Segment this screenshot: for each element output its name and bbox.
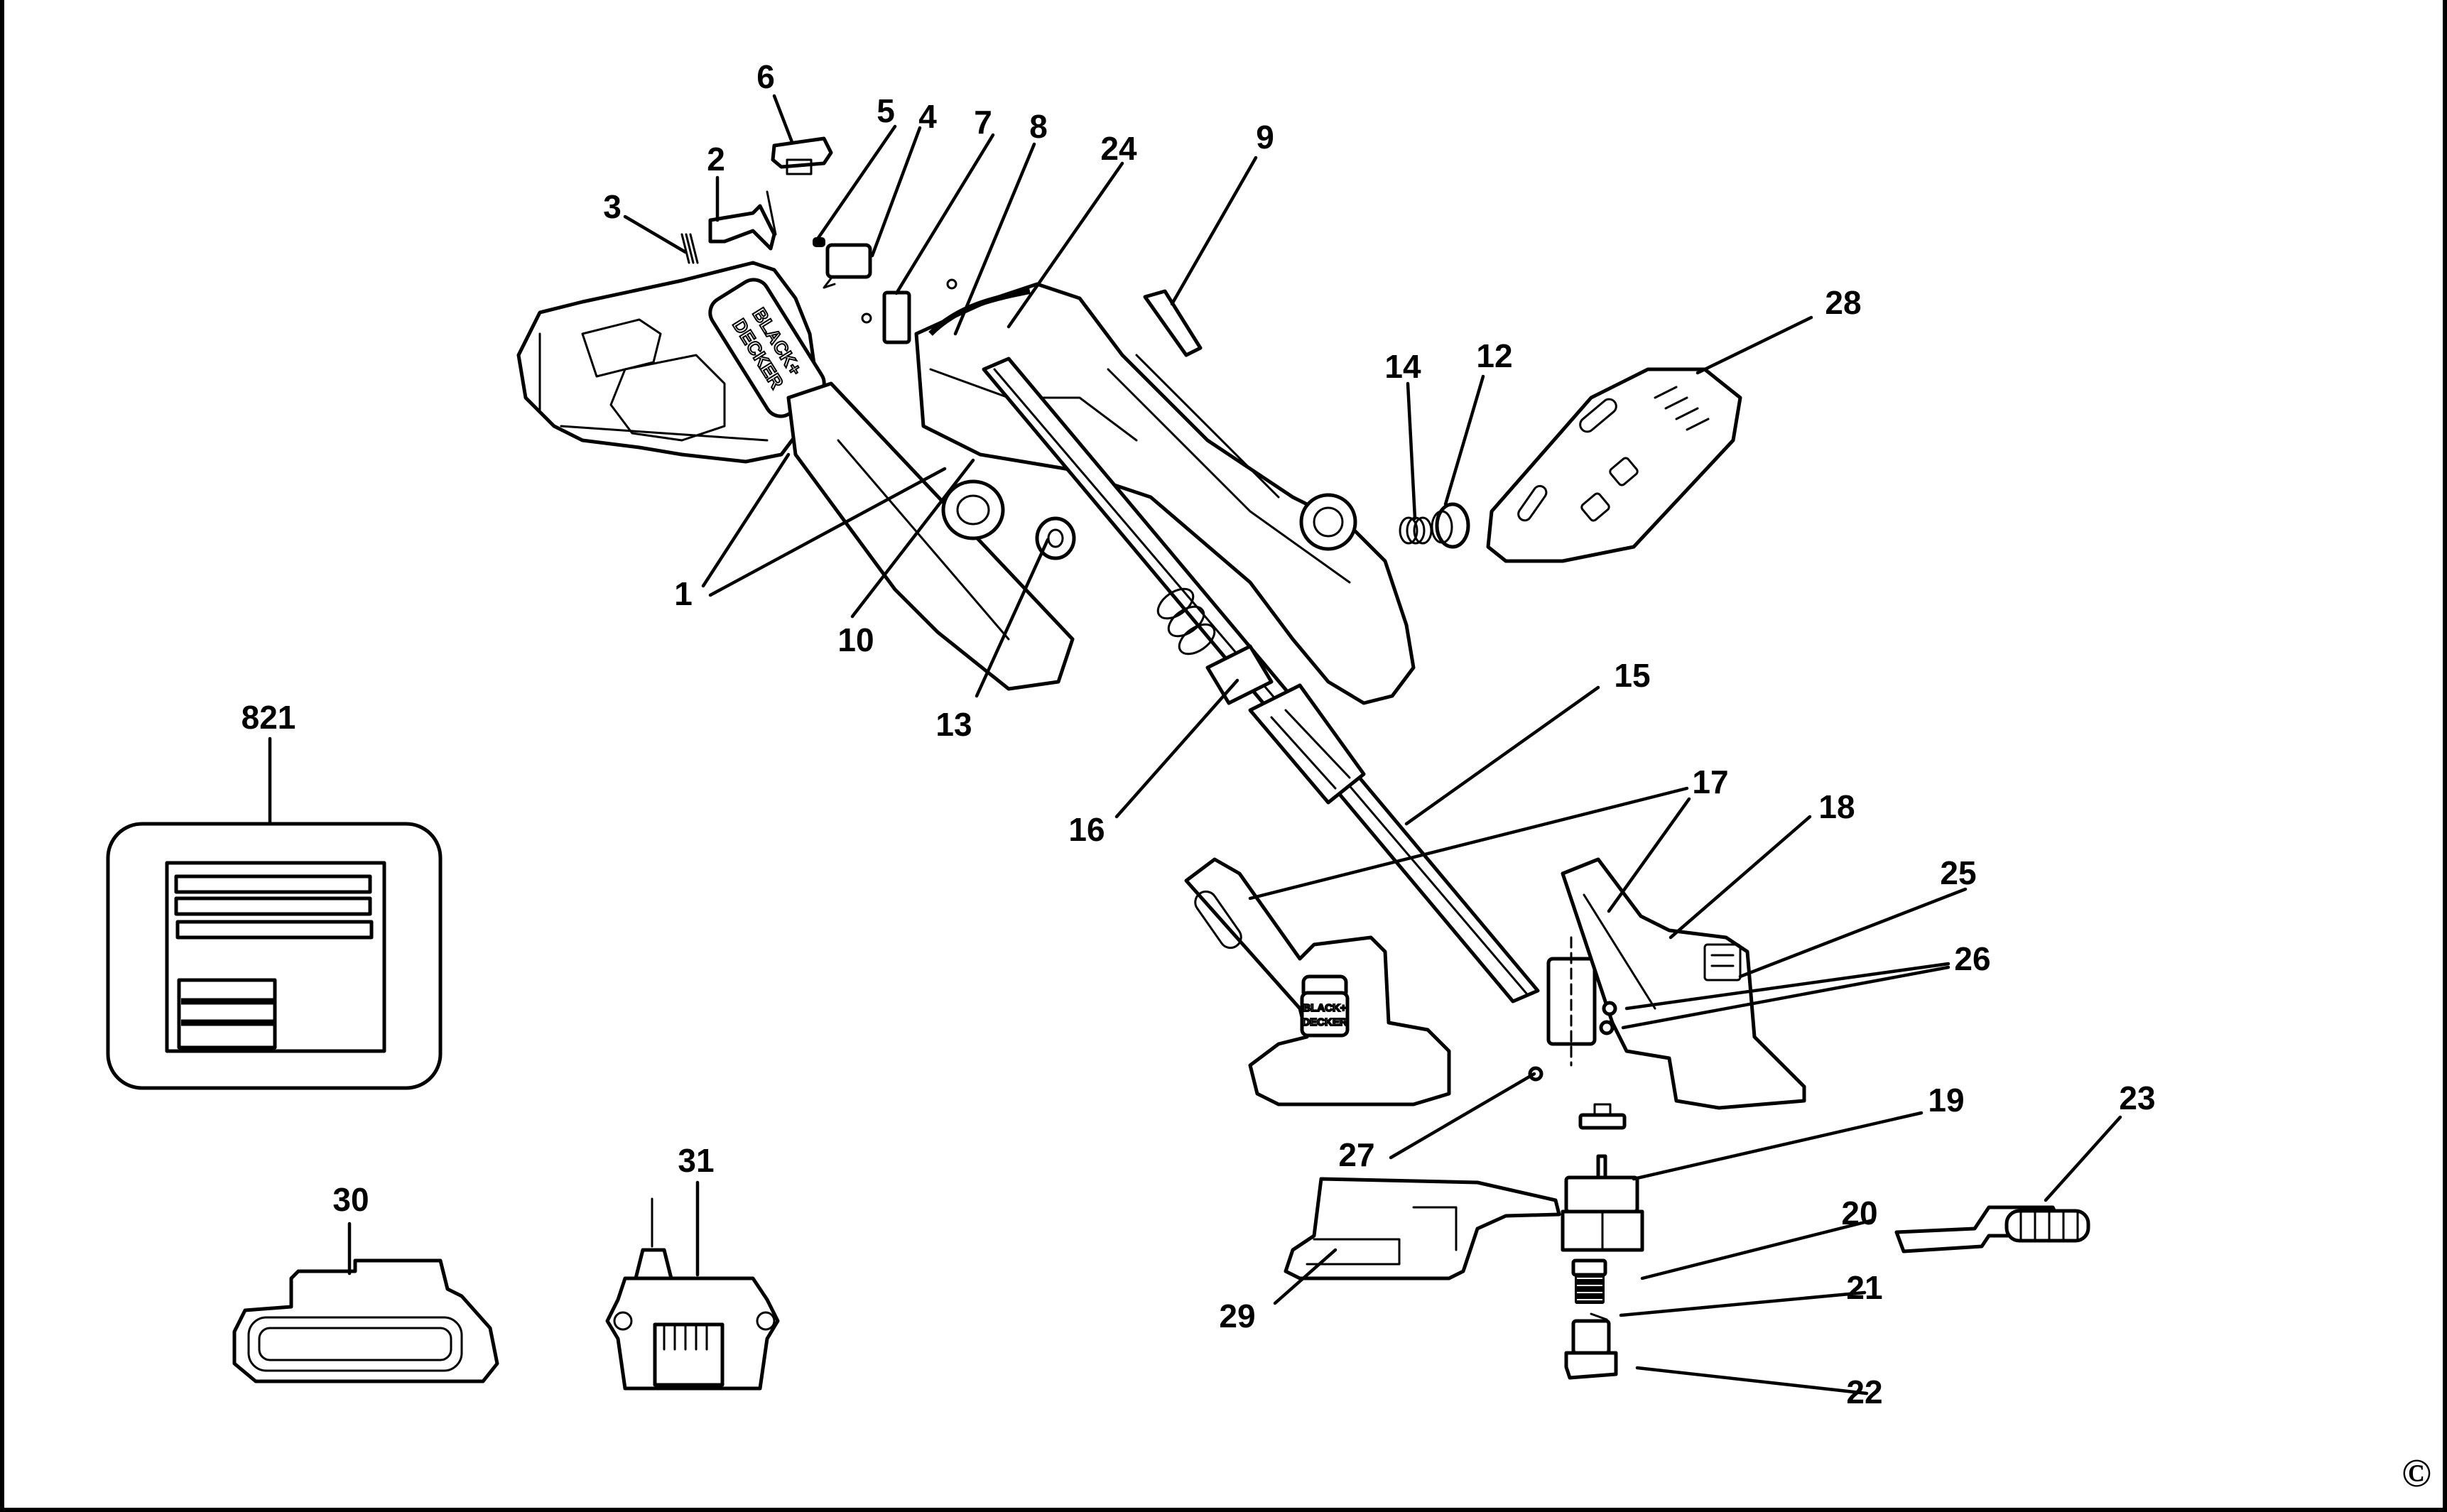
callout-26[interactable]: 26 <box>1954 940 1990 977</box>
leader-15 <box>1404 685 1600 826</box>
callout-31[interactable]: 31 <box>678 1142 714 1179</box>
leader-21 <box>1619 1290 1867 1317</box>
callout-1[interactable]: 1 <box>674 575 693 612</box>
callout-2[interactable]: 2 <box>707 141 725 178</box>
callout-5[interactable]: 5 <box>877 92 895 129</box>
callout-9[interactable]: 9 <box>1256 119 1274 156</box>
leader-1a <box>701 452 791 588</box>
part-spool-housing[interactable] <box>1561 1154 1644 1252</box>
callout-3[interactable]: 3 <box>603 188 622 225</box>
callout-8[interactable]: 8 <box>1029 108 1048 145</box>
callout-24[interactable]: 24 <box>1100 130 1137 167</box>
part-spool-and-line[interactable] <box>1571 1258 1607 1304</box>
callout-15[interactable]: 15 <box>1614 657 1650 694</box>
leader-19 <box>1632 1111 1924 1181</box>
part-trigger-lever[interactable] <box>708 190 777 251</box>
part-collar[interactable] <box>1153 583 1366 805</box>
leader-24 <box>1007 161 1124 329</box>
leader-23 <box>2044 1115 2122 1202</box>
part-nameplate-label[interactable] <box>106 822 443 1090</box>
callout-14[interactable]: 14 <box>1384 348 1421 385</box>
leader-8 <box>953 142 1036 336</box>
callout-27[interactable]: 27 <box>1338 1136 1374 1173</box>
part-spool-cap[interactable] <box>1564 1319 1618 1380</box>
part-battery-pack[interactable] <box>232 1258 499 1383</box>
brand-logo-line1: BLACK+ <box>1303 1002 1346 1014</box>
leader-1b <box>708 467 947 597</box>
callout-7[interactable]: 7 <box>974 104 992 141</box>
callout-22[interactable]: 22 <box>1846 1374 1882 1410</box>
leader-17a <box>1248 786 1689 901</box>
part-screw-b[interactable] <box>1599 1020 1615 1035</box>
callout-20[interactable]: 20 <box>1841 1195 1877 1231</box>
leader-27 <box>1389 1072 1536 1160</box>
leader-29 <box>1273 1248 1338 1305</box>
leader-10 <box>850 458 975 619</box>
leader-14 <box>1406 381 1417 521</box>
brand-logo-line2: DECKER <box>1302 1016 1347 1028</box>
callout-12[interactable]: 12 <box>1476 337 1512 374</box>
leader-4 <box>870 126 922 258</box>
leader-25 <box>1738 887 1968 979</box>
leader-16 <box>1114 678 1239 819</box>
leader-lines <box>268 94 2122 1396</box>
part-gear[interactable] <box>1578 1103 1627 1130</box>
part-edge-guide[interactable] <box>1894 1205 2090 1253</box>
callout-16[interactable]: 16 <box>1068 811 1105 848</box>
wire-harness-cable <box>928 288 1031 336</box>
copyright-symbol: © <box>2402 1452 2431 1496</box>
leader-7 <box>894 133 995 295</box>
callout-23[interactable]: 23 <box>2119 1079 2155 1116</box>
part-handle-arm[interactable] <box>786 381 1075 691</box>
part-guard[interactable] <box>1284 1177 1561 1280</box>
leader-13 <box>975 538 1050 698</box>
part-trigger-spring[interactable] <box>680 233 699 264</box>
part-latch[interactable] <box>1143 289 1203 357</box>
leader-5 <box>816 124 897 240</box>
leader-28 <box>1695 315 1813 375</box>
part-pcb-module[interactable] <box>914 282 1416 705</box>
leader-26b <box>1621 965 1950 1030</box>
callout-labels: 1 2 3 4 5 6 7 8 24 9 10 12 13 14 15 16 1… <box>242 58 2156 1410</box>
callout-13[interactable]: 13 <box>935 706 972 743</box>
callout-25[interactable]: 25 <box>1940 854 1976 891</box>
leader-17b <box>1607 797 1691 913</box>
callout-18[interactable]: 18 <box>1818 788 1855 825</box>
part-auxiliary-handle[interactable] <box>1486 367 1742 563</box>
part-motor-housing-left[interactable]: BLACK+ DECKER <box>1184 857 1451 1106</box>
callout-29[interactable]: 29 <box>1219 1298 1255 1334</box>
part-motor[interactable] <box>1546 936 1597 1067</box>
part-motor-housing-right[interactable] <box>1561 857 1806 1110</box>
part-screw-a[interactable] <box>1602 1001 1617 1016</box>
leader-22 <box>1635 1366 1869 1396</box>
callout-21[interactable]: 21 <box>1846 1269 1882 1306</box>
part-fan[interactable] <box>1703 943 1742 981</box>
part-spring[interactable] <box>1399 516 1433 545</box>
callout-4[interactable]: 4 <box>918 98 937 135</box>
leader-6 <box>772 94 794 144</box>
leader-9 <box>1170 156 1258 306</box>
leader-18 <box>1669 815 1812 940</box>
leader-20 <box>1640 1218 1875 1280</box>
leader-3 <box>623 214 688 254</box>
callout-19[interactable]: 19 <box>1928 1082 1964 1119</box>
leader-12 <box>1443 374 1485 506</box>
part-battery-terminal-block[interactable] <box>771 136 833 175</box>
callout-10[interactable]: 10 <box>837 621 874 658</box>
part-knob[interactable] <box>1431 502 1470 549</box>
leader-26a <box>1624 962 1950 1011</box>
callout-6[interactable]: 6 <box>756 58 775 95</box>
callout-30[interactable]: 30 <box>332 1181 369 1218</box>
part-charger[interactable] <box>605 1197 780 1391</box>
callout-28[interactable]: 28 <box>1825 284 1861 321</box>
callout-821[interactable]: 821 <box>242 699 296 736</box>
part-lock-off-button[interactable] <box>823 243 872 289</box>
part-handle-housing[interactable]: BLACK+ DECKER <box>516 261 830 464</box>
callout-17[interactable]: 17 <box>1692 763 1728 800</box>
